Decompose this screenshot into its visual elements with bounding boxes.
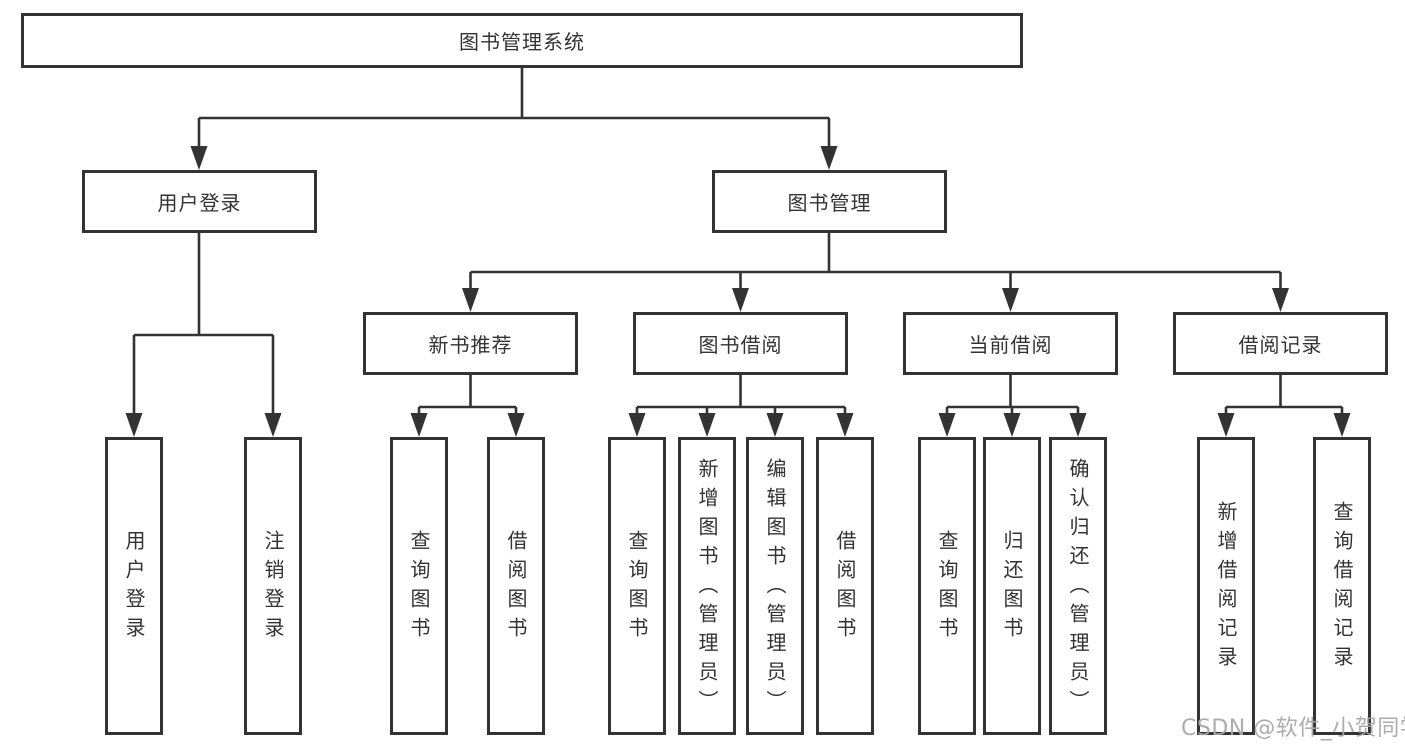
leaf-nb-query-books: 查询图书 <box>390 437 448 735</box>
leaf-cb-return-books: 归还图书 <box>983 437 1041 735</box>
leaf-br-query-record: 查询借阅记录 <box>1313 437 1371 735</box>
csdn-watermark: CSDN @软件_小贺同学 <box>1181 716 1405 741</box>
node-new-book-recommend: 新书推荐 <box>363 312 578 375</box>
leaf-bb-query-books: 查询图书 <box>608 437 666 735</box>
leaf-logout: 注销登录 <box>244 437 302 735</box>
node-current-borrow: 当前借阅 <box>903 312 1118 375</box>
arrowheads <box>125 146 1351 437</box>
leaf-cb-confirm-return-admin: 确认归还（管理员） <box>1049 437 1107 735</box>
leaf-user-login: 用户登录 <box>105 437 163 735</box>
leaf-cb-query-books: 查询图书 <box>918 437 976 735</box>
node-root-library-management-system: 图书管理系统 <box>21 13 1023 68</box>
node-book-borrow: 图书借阅 <box>633 312 848 375</box>
leaf-br-add-record: 新增借阅记录 <box>1197 437 1255 735</box>
node-borrow-records: 借阅记录 <box>1173 312 1388 375</box>
node-user-login: 用户登录 <box>82 170 317 233</box>
leaf-bb-edit-books-admin: 编辑图书（管理员） <box>746 437 804 735</box>
leaf-bb-add-books-admin: 新增图书（管理员） <box>678 437 736 735</box>
leaf-nb-borrow-books: 借阅图书 <box>487 437 545 735</box>
node-book-management: 图书管理 <box>712 170 947 233</box>
leaf-bb-borrow-books: 借阅图书 <box>816 437 874 735</box>
